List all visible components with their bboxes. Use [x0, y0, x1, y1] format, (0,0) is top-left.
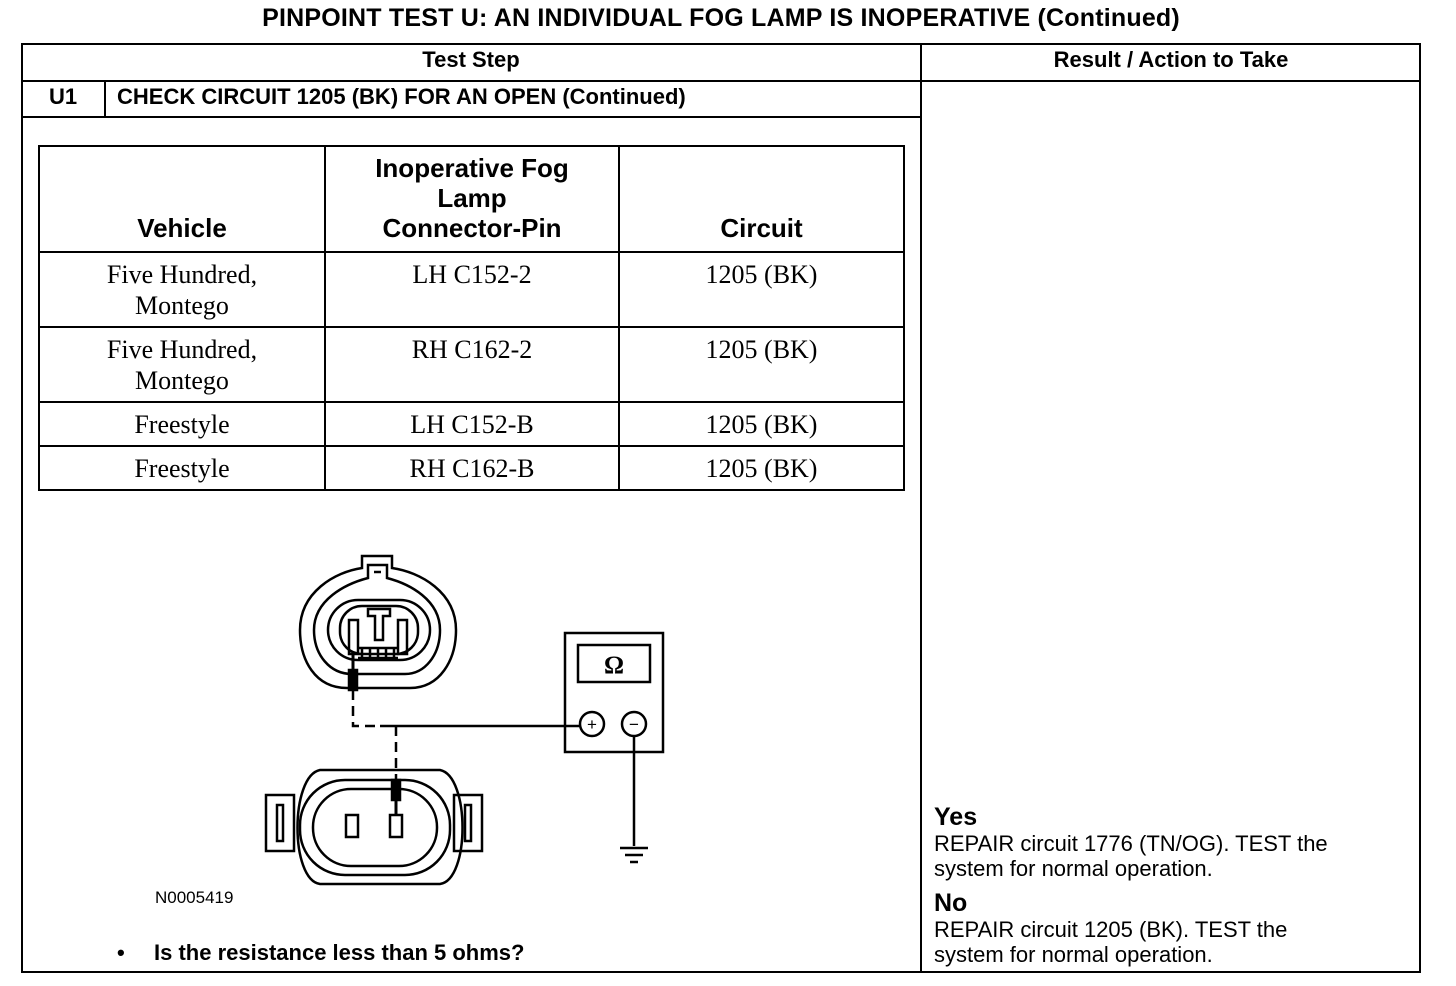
question-text: Is the resistance less than 5 ohms?	[154, 940, 525, 965]
inner-row-divider	[40, 251, 903, 253]
no-label: No	[934, 889, 968, 917]
cell-circuit: 1205 (BK)	[705, 454, 818, 483]
figure-id-label: N0005419	[155, 888, 234, 907]
pinpoint-test-table	[21, 43, 1421, 973]
step-title: CHECK CIRCUIT 1205 (BK) FOR AN OPEN (Con…	[117, 84, 686, 109]
bullet: •	[117, 940, 125, 965]
no-action-line: system for normal operation.	[934, 942, 1213, 967]
inner-row-divider	[40, 401, 903, 403]
cell-circuit: 1205 (BK)	[705, 260, 818, 289]
col-header-vehicle: Vehicle	[137, 213, 227, 243]
test-question: • Is the resistance less than 5 ohms?	[117, 940, 524, 966]
cell-vehicle: Five Hundred, Montego	[106, 260, 258, 320]
cell-pin: RH C162-B	[409, 454, 535, 483]
vehicle-circuit-table: Vehicle Inoperative Fog Lamp Connector-P…	[38, 145, 905, 491]
col-header-connector-pin: Inoperative Fog Lamp Connector-Pin	[375, 153, 569, 243]
col-header-circuit: Circuit	[720, 213, 803, 243]
cell-circuit: 1205 (BK)	[705, 410, 818, 439]
cell-vehicle: Five Hundred, Montego	[106, 335, 258, 395]
step-number-divider	[104, 81, 106, 117]
yes-action-line: REPAIR circuit 1776 (TN/OG). TEST the	[934, 831, 1328, 856]
step-number: U1	[48, 84, 78, 109]
cell-pin: LH C152-2	[412, 260, 532, 289]
inner-row-divider	[40, 445, 903, 447]
cell-circuit: 1205 (BK)	[705, 335, 818, 364]
step-row-rule	[21, 116, 921, 118]
header-result-action: Result / Action to Take	[1053, 47, 1289, 72]
yes-label: Yes	[934, 803, 978, 831]
column-divider	[920, 43, 922, 973]
page-title: PINPOINT TEST U: AN INDIVIDUAL FOG LAMP …	[262, 4, 1180, 32]
header-rule	[21, 80, 1421, 82]
yes-action-line: system for normal operation.	[934, 856, 1213, 881]
no-action-line: REPAIR circuit 1205 (BK). TEST the	[934, 917, 1288, 942]
header-test-step: Test Step	[422, 47, 520, 72]
cell-vehicle: Freestyle	[134, 410, 230, 439]
result-no: No REPAIR circuit 1205 (BK). TEST the sy…	[934, 889, 1404, 968]
cell-vehicle: Freestyle	[134, 454, 230, 483]
cell-pin: RH C162-2	[411, 335, 533, 364]
inner-col-divider	[324, 147, 326, 489]
cell-pin: LH C152-B	[410, 410, 534, 439]
inner-row-divider	[40, 326, 903, 328]
inner-col-divider	[618, 147, 620, 489]
result-yes: Yes REPAIR circuit 1776 (TN/OG). TEST th…	[934, 803, 1404, 882]
